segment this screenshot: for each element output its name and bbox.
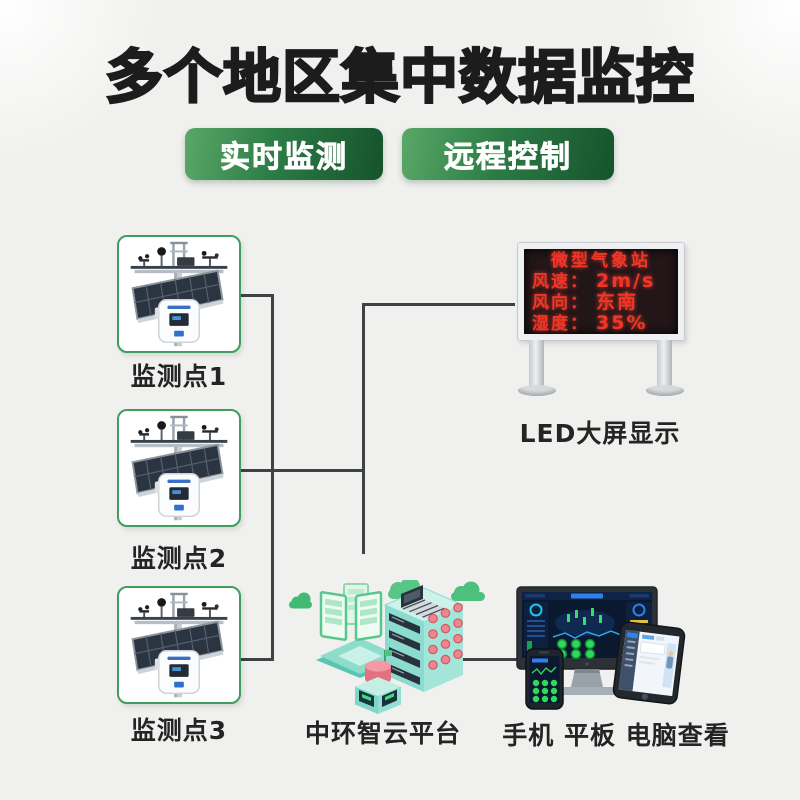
cloud-platform-illustration	[289, 580, 485, 714]
station-card-3	[117, 586, 241, 704]
station-label-3: 监测点3	[130, 716, 228, 745]
phone-icon	[525, 648, 564, 710]
platform-caption: 中环智云平台	[304, 719, 461, 748]
station-label-1: 监测点1	[130, 362, 228, 391]
station-illustration-3	[119, 589, 239, 699]
weather-station-icon	[130, 415, 228, 521]
tag-remote-control[interactable]: 远程控制	[402, 128, 614, 180]
weather-station-icon	[130, 241, 228, 347]
server-rack-outlines	[319, 583, 383, 641]
connector-station1	[241, 294, 274, 297]
station-card-1	[117, 235, 241, 353]
station-illustration-2	[119, 412, 239, 522]
led-caption: LED大屏显示	[519, 419, 681, 448]
connector-bus-vertical	[271, 294, 274, 661]
station-illustration-1	[119, 238, 239, 348]
connector-platform-vertical	[362, 303, 365, 554]
server-building	[383, 585, 465, 692]
tag-realtime-monitoring[interactable]: 实时监测	[185, 128, 383, 180]
tablet-icon	[612, 621, 686, 705]
gateway-box	[355, 650, 401, 714]
devices-caption: 手机 平板 电脑查看	[502, 721, 730, 750]
led-pole-right	[657, 340, 672, 388]
station-label-2: 监测点2	[130, 544, 228, 573]
led-display-board: 微型气象站 风速： 2m/s 风向： 东南 湿度： 35%	[517, 242, 685, 341]
led-title-line: 微型气象站	[551, 251, 651, 271]
connector-devices	[462, 658, 517, 661]
connector-led	[362, 303, 515, 306]
laptop-icon	[401, 585, 449, 619]
led-screen: 微型气象站 风速： 2m/s 风向： 东南 湿度： 35%	[524, 249, 678, 334]
led-base-left	[518, 385, 556, 396]
connector-station3	[241, 658, 274, 661]
led-row-winddirection: 风向： 东南	[532, 291, 639, 313]
led-row-humidity: 湿度： 35%	[532, 312, 648, 334]
connector-station2	[241, 469, 365, 472]
page-title: 多个地区集中数据监控	[104, 42, 695, 112]
led-pole-left	[529, 340, 544, 388]
station-card-2	[117, 409, 241, 527]
weather-station-icon	[130, 592, 228, 698]
led-base-right	[646, 385, 684, 396]
led-row-windspeed: 风速： 2m/s	[532, 270, 656, 292]
devices-illustration	[516, 586, 686, 710]
